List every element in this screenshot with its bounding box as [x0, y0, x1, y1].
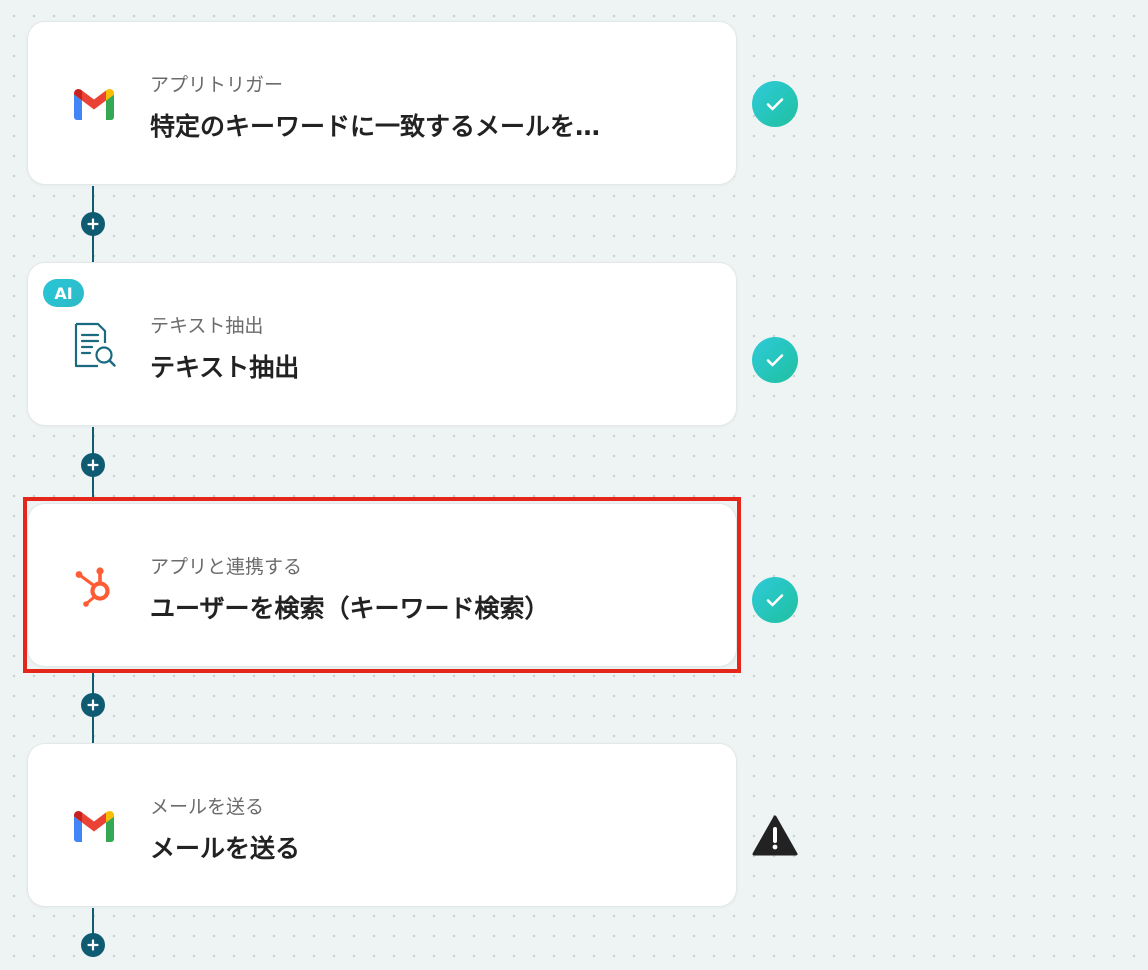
add-step-button[interactable] [81, 453, 105, 477]
step-card-send-mail[interactable]: メールを送る メールを送る [27, 743, 737, 907]
add-step-button[interactable] [81, 693, 105, 717]
gmail-icon [68, 78, 120, 130]
check-icon [752, 337, 798, 383]
step-title: メールを送る [150, 834, 301, 863]
step-subtitle: アプリと連携する [150, 556, 303, 578]
step-subtitle: アプリトリガー [150, 74, 284, 96]
step-title: テキスト抽出 [150, 353, 300, 382]
plus-icon [87, 939, 99, 951]
step-title: 特定のキーワードに一致するメールを… [150, 112, 601, 141]
connector-line [92, 908, 94, 938]
gmail-icon [68, 800, 120, 852]
step-card-text-extraction[interactable]: AI テキスト抽出 テキスト抽出 [27, 262, 737, 426]
step-card-trigger[interactable]: アプリトリガー 特定のキーワードに一致するメールを… [27, 21, 737, 185]
document-search-icon [68, 319, 120, 371]
add-step-button[interactable] [81, 933, 105, 957]
warning-icon [752, 813, 798, 859]
step-subtitle: テキスト抽出 [150, 315, 264, 337]
step-card-hubspot-search[interactable]: アプリと連携する ユーザーを検索（キーワード検索） [27, 503, 737, 667]
step-subtitle: メールを送る [150, 796, 265, 818]
hubspot-icon [68, 560, 120, 612]
plus-icon [87, 218, 99, 230]
check-icon [752, 577, 798, 623]
plus-icon [87, 459, 99, 471]
plus-icon [87, 699, 99, 711]
add-step-button[interactable] [81, 212, 105, 236]
check-icon [752, 81, 798, 127]
ai-badge: AI [43, 279, 84, 307]
step-title: ユーザーを検索（キーワード検索） [150, 594, 550, 623]
